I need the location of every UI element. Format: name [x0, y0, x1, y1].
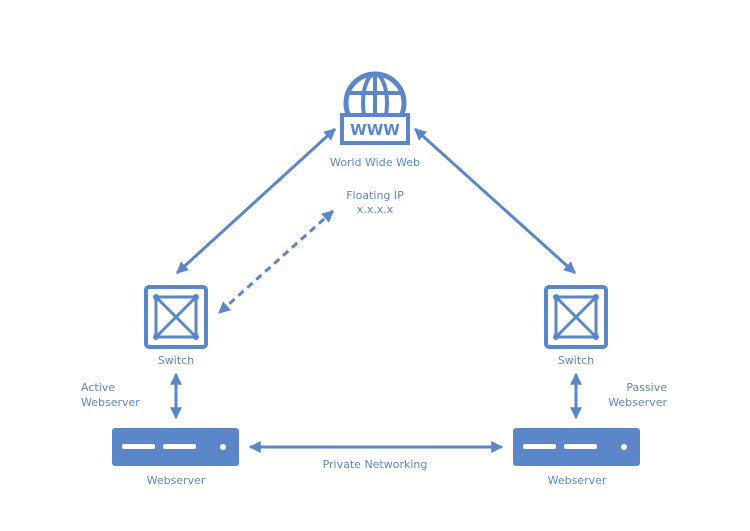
right-server-label: Webserver [548, 474, 607, 487]
passive-role-line1: Passive [626, 381, 667, 394]
floating-ip-address: x.x.x.x [357, 203, 394, 216]
active-role-line2: Webserver [81, 396, 140, 409]
floating-ip-dashed-arrow [217, 209, 335, 315]
left-server-label: Webserver [147, 474, 206, 487]
internet-label: World Wide Web [330, 156, 420, 169]
floating-ip-title: Floating IP [346, 189, 404, 202]
www-badge-text: WWW [350, 121, 400, 139]
private-networking-label: Private Networking [323, 458, 428, 471]
left-switch-icon [144, 285, 208, 349]
left-switch-label: Switch [158, 354, 194, 367]
active-role-line1: Active [81, 381, 115, 394]
internet-to-right-switch-arrow [413, 127, 577, 275]
passive-role-line2: Webserver [608, 396, 667, 409]
right-switch-label: Switch [558, 354, 594, 367]
www-globe-icon: WWW [340, 71, 410, 145]
right-switch-icon [544, 285, 608, 349]
left-server-icon [112, 428, 239, 466]
right-server-icon [513, 428, 640, 466]
internet-to-left-switch-arrow [175, 127, 337, 275]
